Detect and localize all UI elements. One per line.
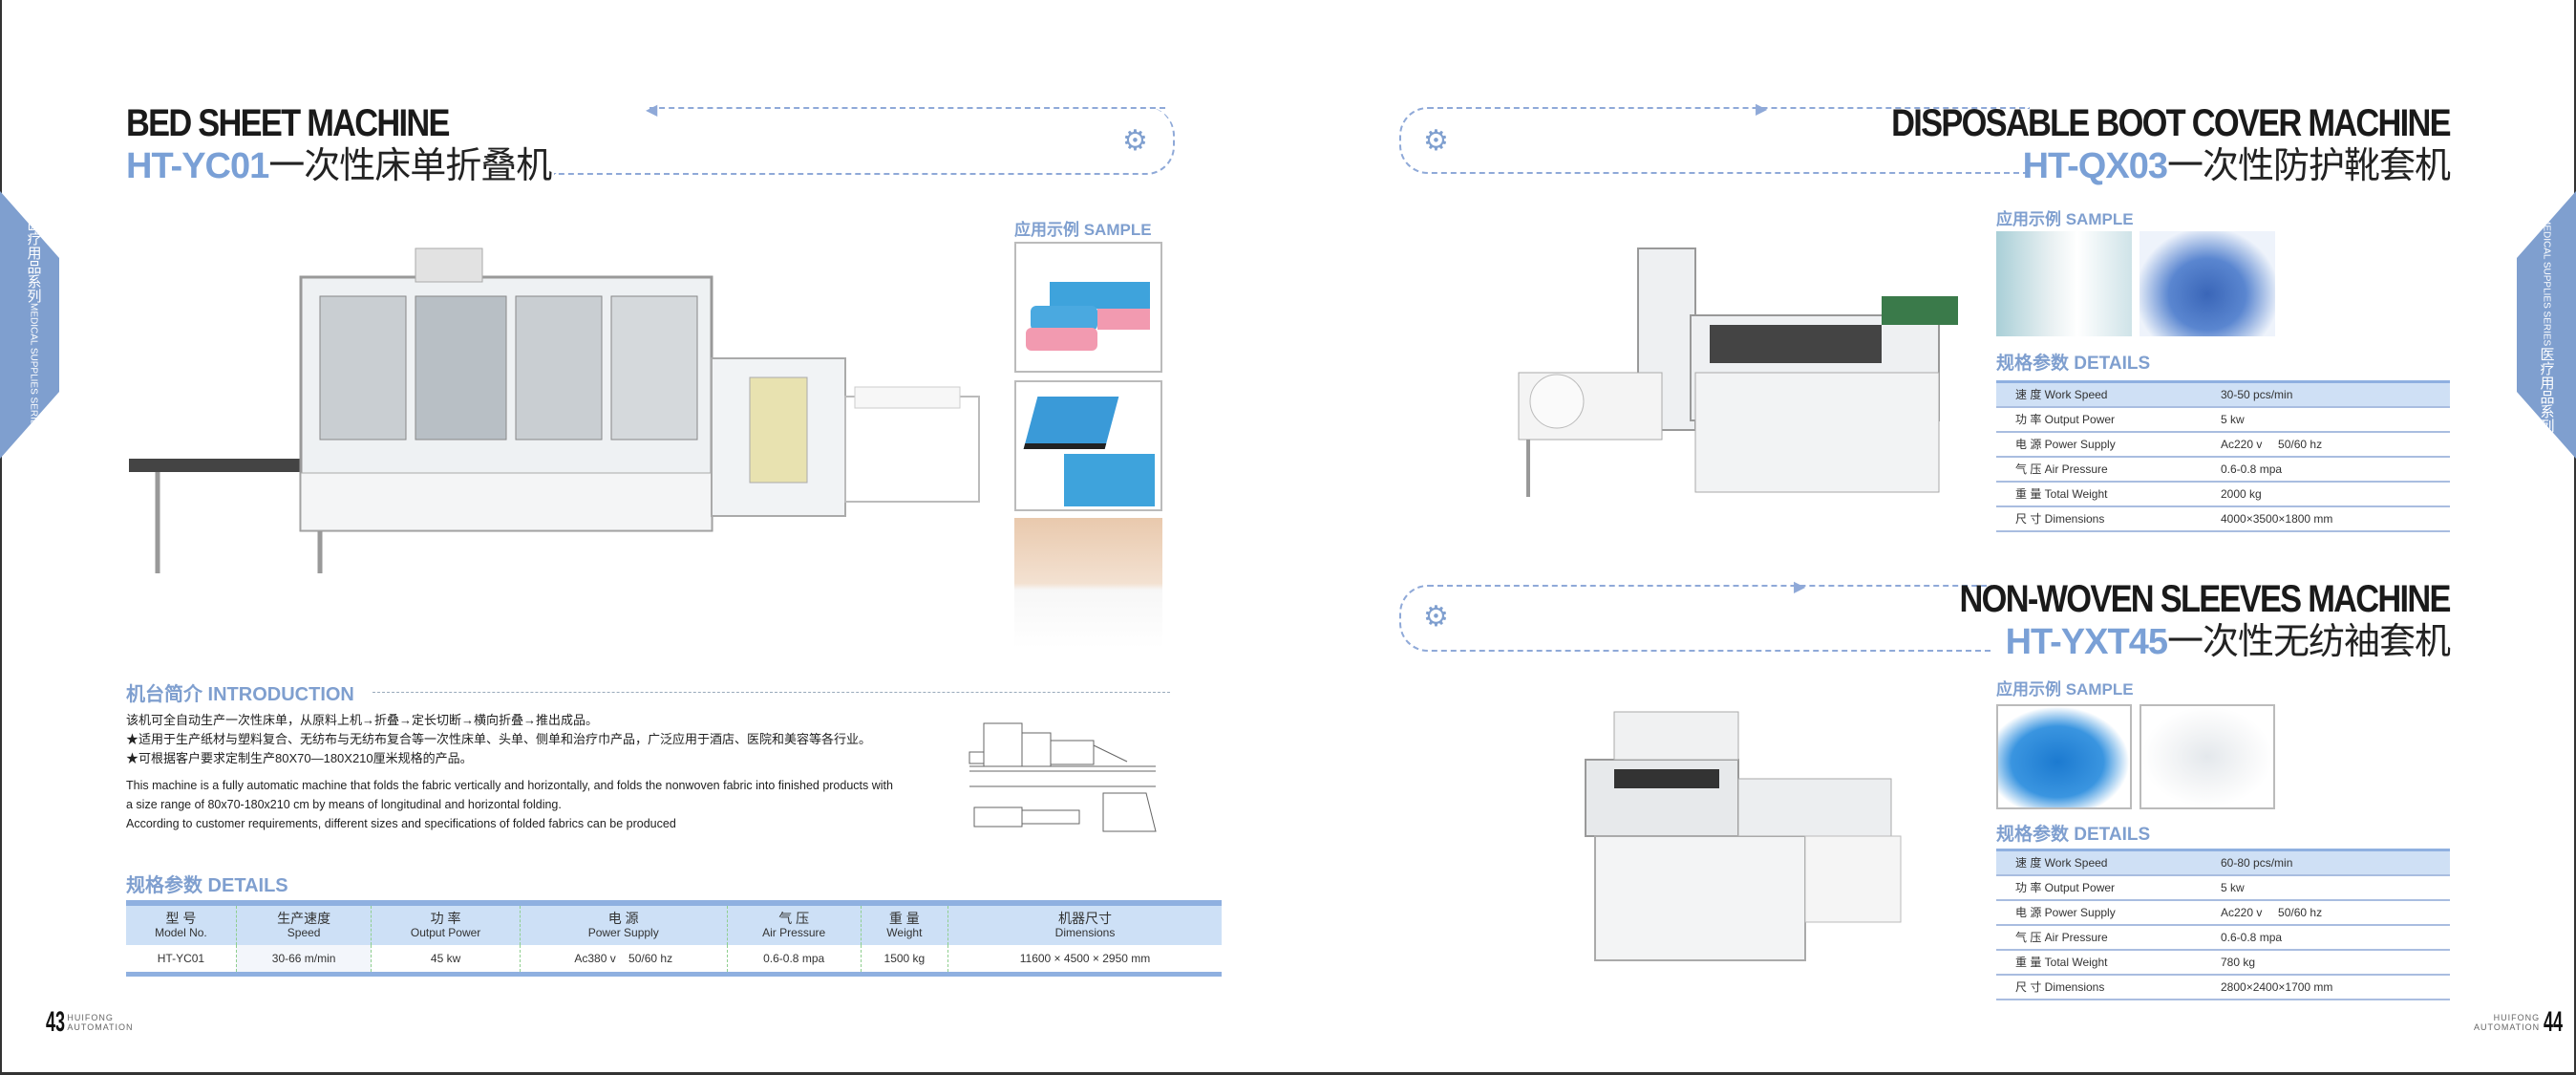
side-tab-right: MEDICAL SUPPLIES SERIES 医疗用品系列 bbox=[2517, 191, 2576, 459]
cell-pressure: 0.6-0.8 mpa bbox=[727, 945, 862, 977]
model-cn-name: 一次性防护靴套机 bbox=[2166, 146, 2451, 186]
gear-icon: ⚙ bbox=[1122, 125, 1148, 157]
bed-sheet-title: BED SHEET MACHINE bbox=[126, 102, 450, 144]
sleeves-details-label: 规格参数 DETAILS bbox=[1996, 825, 2151, 845]
side-tab-en: MEDICAL SUPPLIES SERIES bbox=[2541, 217, 2552, 347]
intro-cn-line: ★可根据客户要求定制生产80X70—180X210厘米规格的产品。 bbox=[126, 751, 473, 765]
cell-supply: Ac380 v 50/60 hz bbox=[520, 945, 728, 977]
bed-sheet-sample-label: 应用示例 SAMPLE bbox=[1014, 221, 1152, 239]
sample-image-spa bbox=[1014, 518, 1162, 649]
header-frame bbox=[1399, 107, 2030, 174]
intro-divider bbox=[373, 692, 1170, 693]
sample-image-bed-cover bbox=[1014, 380, 1162, 511]
arrow-right-icon: ▶ bbox=[1756, 101, 1768, 118]
cell-speed: 30-66 m/min bbox=[236, 945, 373, 977]
intro-en-line: This machine is a fully automatic machin… bbox=[126, 779, 893, 792]
cell-dimensions: 11600 × 4500 × 2950 mm bbox=[947, 945, 1222, 977]
boot-cover-sample-label: 应用示例 SAMPLE bbox=[1996, 210, 2134, 228]
sleeves-sample-label: 应用示例 SAMPLE bbox=[1996, 680, 2134, 699]
side-tab-cn: 医疗用品系列 bbox=[25, 217, 42, 304]
boot-cover-model: HT-QX03一次性防护靴套机 bbox=[2022, 136, 2451, 188]
header-arrow-line bbox=[649, 107, 1165, 109]
sleeves-title: NON-WOVEN SLEEVES MACHINE bbox=[1959, 578, 2452, 620]
header-frame bbox=[1399, 585, 1991, 652]
cell-weight: 1500 kg bbox=[861, 945, 949, 977]
page-spine bbox=[0, 0, 2, 1075]
page-edge bbox=[2574, 0, 2576, 1075]
intro-cn: 该机可全自动生产一次性床单，从原料上机→折叠→定长切断→横向折叠→推出成品。 ★… bbox=[126, 711, 871, 768]
sleeves-machine-image bbox=[1585, 711, 1902, 961]
layout-diagram bbox=[969, 722, 1157, 832]
sample-image-blue-boot bbox=[2140, 231, 2275, 336]
intro-en-line: a size range of 80x70-180x210 cm by mean… bbox=[126, 798, 562, 811]
cell-power: 45 kw bbox=[371, 945, 521, 977]
side-tab-left: 医疗用品系列 MEDICAL SUPPLIES SERIES bbox=[0, 191, 59, 459]
sample-image-white-sleeves bbox=[2140, 704, 2275, 809]
bed-sheet-details-label: 规格参数 DETAILS bbox=[126, 875, 288, 896]
boot-cover-machine-image bbox=[1518, 247, 1958, 497]
gear-icon: ⚙ bbox=[1423, 125, 1449, 157]
cell-model: HT-YC01 bbox=[126, 945, 237, 977]
intro-label: 机台简介 INTRODUCTION bbox=[126, 684, 354, 705]
arrow-left-icon: ◀ bbox=[646, 102, 658, 118]
model-code: HT-YXT45 bbox=[2005, 622, 2168, 662]
sample-image-rolls bbox=[1014, 242, 1162, 373]
bed-sheet-model: HT-YC01一次性床单折叠机 bbox=[126, 136, 552, 188]
page-number: 43 bbox=[46, 1006, 66, 1038]
model-cn-name: 一次性床单折叠机 bbox=[268, 146, 552, 186]
sleeves-model: HT-YXT45一次性无纺袖套机 bbox=[2005, 612, 2451, 664]
sample-image-white-boot bbox=[1996, 231, 2132, 336]
intro-en: This machine is a fully automatic machin… bbox=[126, 776, 893, 833]
boot-cover-title: DISPOSABLE BOOT COVER MACHINE bbox=[1891, 102, 2451, 144]
model-code: HT-QX03 bbox=[2022, 146, 2168, 186]
side-tab-en: MEDICAL SUPPLIES SERIES bbox=[28, 303, 39, 433]
intro-cn-line: ★适用于生产纸材与塑料复合、无纺布与无纺布复合等一次性床单、头单、侧单和治疗巾产… bbox=[126, 732, 872, 746]
model-cn-name: 一次性无纺袖套机 bbox=[2166, 622, 2451, 662]
arrow-right-icon: ▶ bbox=[1794, 579, 1806, 595]
gear-icon: ⚙ bbox=[1423, 601, 1449, 633]
model-code: HT-YC01 bbox=[126, 146, 269, 186]
intro-en-line: According to customer requirements, diff… bbox=[126, 817, 676, 830]
intro-cn-line: 该机可全自动生产一次性床单，从原料上机→折叠→定长切断→横向折叠→推出成品。 bbox=[126, 713, 599, 727]
page-number: 44 bbox=[2544, 1006, 2564, 1038]
boot-cover-details-label: 规格参数 DETAILS bbox=[1996, 354, 2151, 374]
bed-sheet-machine-image bbox=[129, 247, 980, 573]
table-row: HT-YC01 30-66 m/min 45 kw Ac380 v 50/60 … bbox=[126, 945, 1222, 977]
sample-image-blue-sleeves bbox=[1996, 704, 2132, 809]
side-tab-cn: 医疗用品系列 bbox=[2538, 346, 2555, 433]
page-bottom-edge bbox=[0, 1072, 2576, 1075]
header-frame bbox=[554, 107, 1175, 175]
